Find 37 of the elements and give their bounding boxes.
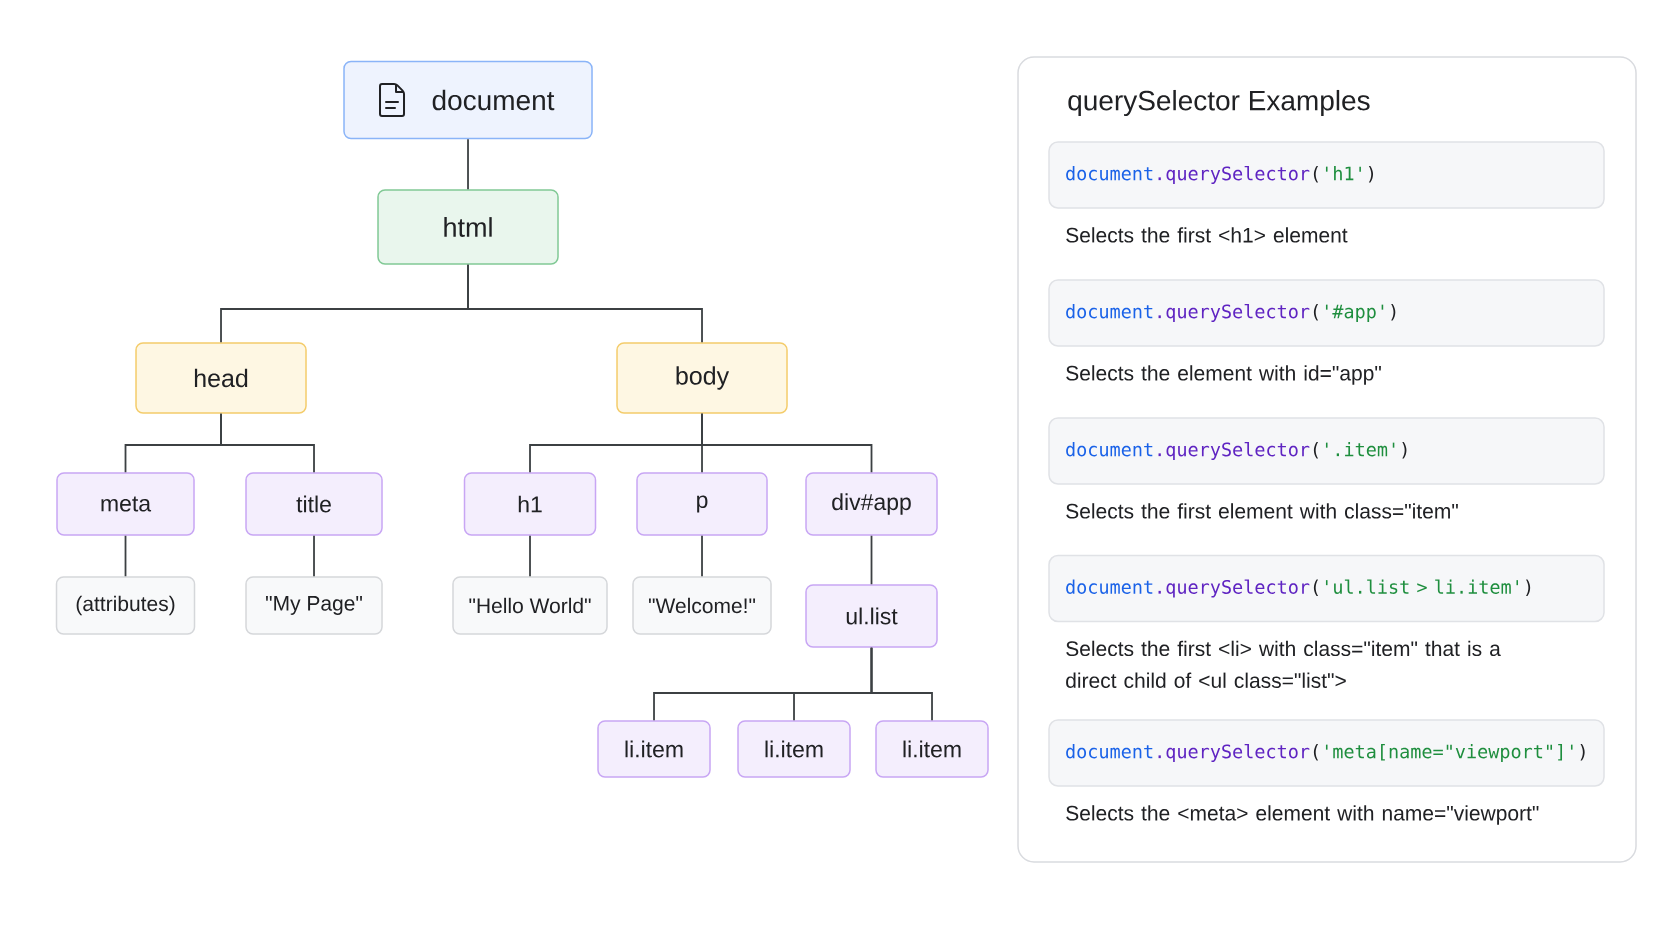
connector-line: [124, 534, 127, 578]
description-text: Selects the first <h1> element: [1066, 227, 1348, 243]
tree-node: li.item: [875, 720, 989, 778]
text-node: (attributes): [55, 576, 196, 635]
description-text: Selects the <meta> element with name="viewport": [1066, 805, 1539, 825]
tree-node: document: [343, 60, 593, 140]
connector-line: [467, 138, 469, 191]
code-box: document.querySelector('meta[name="viewport"]'): [1048, 719, 1605, 787]
description-text: Selects the first <li> with class="item" that is a direct child of <ul class="list">: [1066, 640, 1501, 688]
connector-line: [870, 646, 933, 722]
connector-line: [701, 534, 703, 578]
code-box: document.querySelector('ul.list > li.item'): [1048, 554, 1605, 623]
code-box: document.querySelector('.item'): [1048, 417, 1605, 485]
tree-node: ul.list: [805, 584, 938, 648]
connector-line: [701, 412, 873, 474]
text-node: "Hello World": [452, 576, 608, 635]
connector-line: [467, 263, 703, 344]
tree-node: h1: [463, 472, 597, 536]
tree-node: p: [636, 472, 768, 536]
tree-node: html: [377, 189, 559, 265]
tree-node: body: [616, 342, 788, 414]
description-text: Selects the element with id="app": [1066, 365, 1381, 385]
tree-node: li.item: [737, 720, 851, 778]
tree-node: div#app: [805, 472, 938, 536]
description-text: Selects the first element with class="item": [1066, 503, 1458, 519]
text-node: "My Page": [245, 576, 383, 635]
code-box: document.querySelector('h1'): [1048, 141, 1605, 209]
tree-node: title: [245, 472, 383, 536]
code-box: document.querySelector('#app'): [1048, 279, 1605, 347]
connector-line: [529, 534, 531, 578]
tree-node: li.item: [597, 720, 711, 778]
connector-line: [220, 412, 315, 474]
connector-line: [870, 534, 873, 586]
tree-node: head: [135, 342, 307, 414]
text-node: "Welcome!": [632, 576, 772, 635]
connector-line: [313, 534, 315, 578]
tree-node: meta: [56, 472, 195, 536]
